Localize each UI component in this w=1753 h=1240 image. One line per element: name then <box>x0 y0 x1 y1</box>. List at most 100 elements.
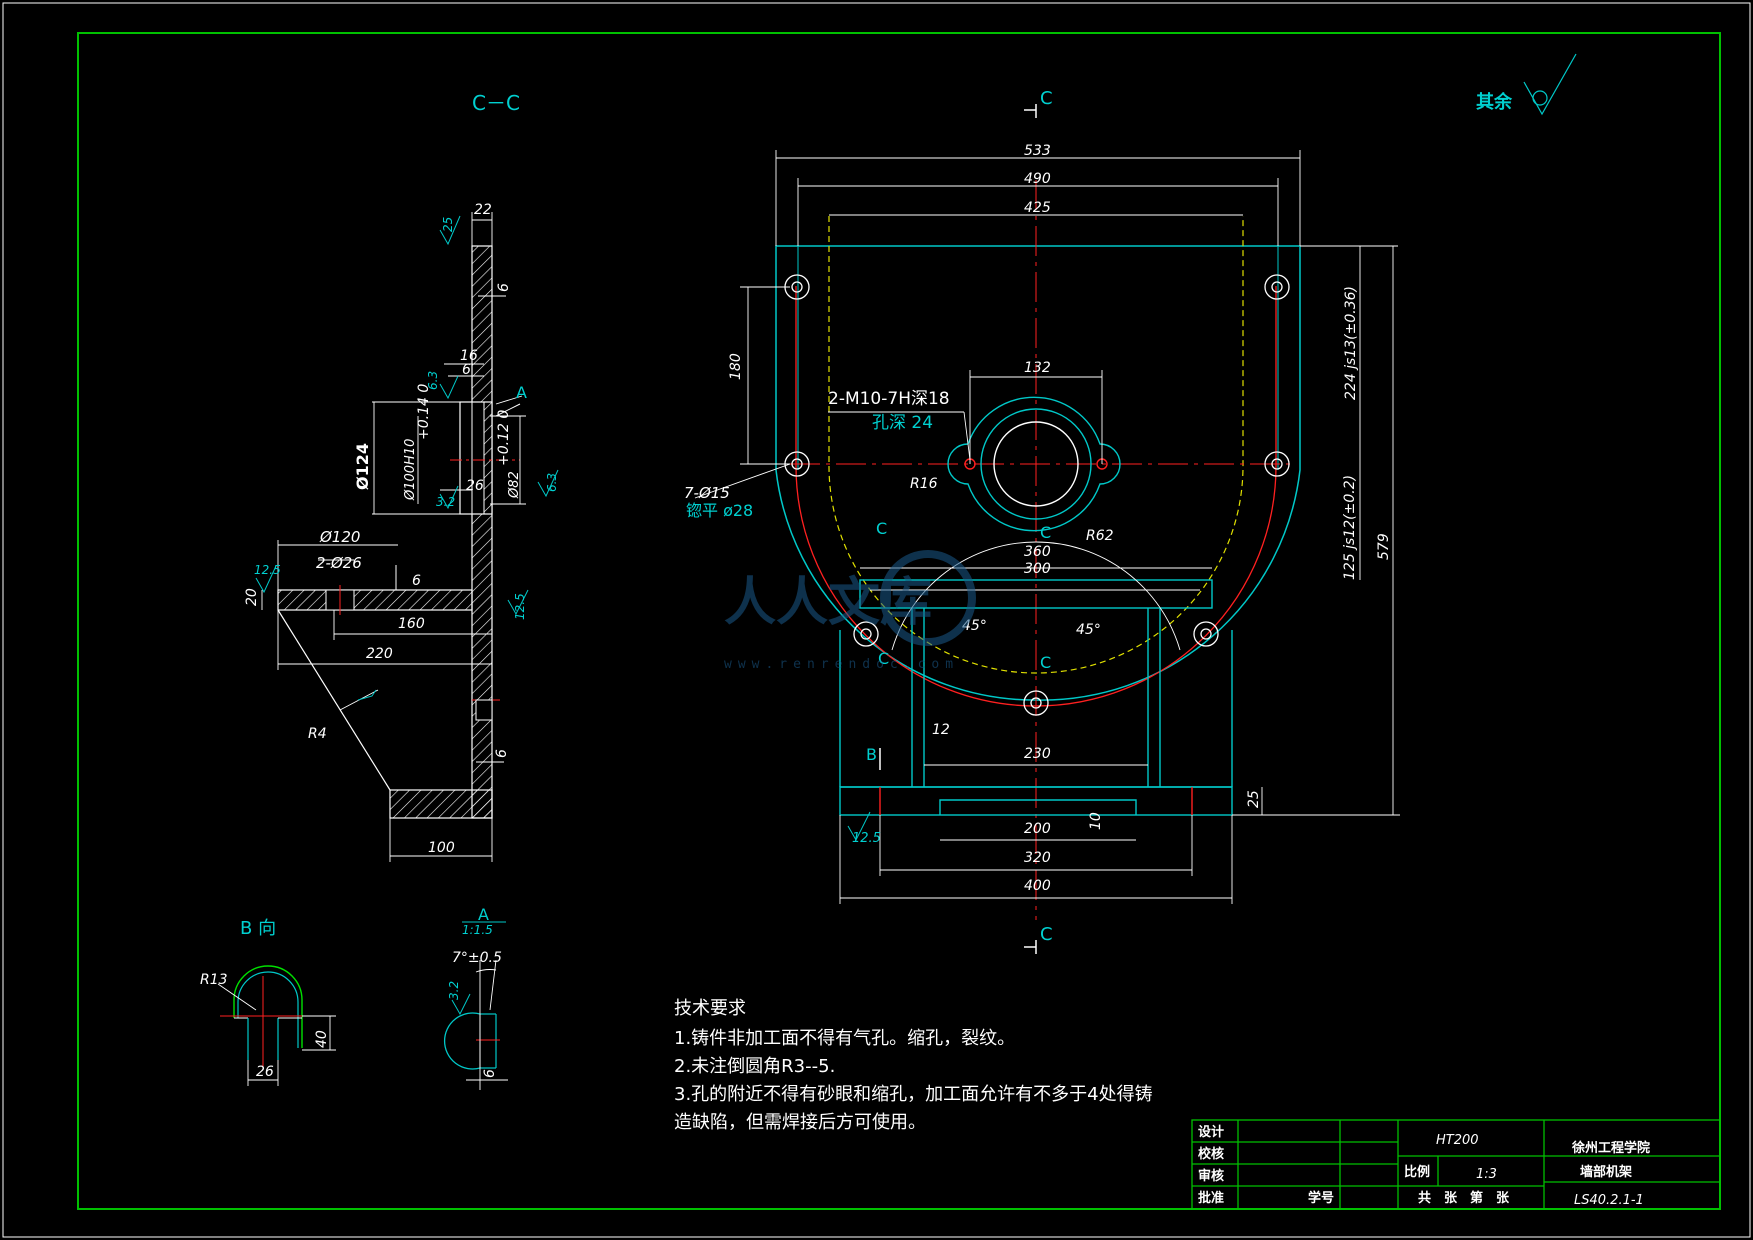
dim-320: 320 <box>1024 850 1051 866</box>
view-a-scale: 1:1.5 <box>462 923 493 937</box>
cc-dim-100b: 100 <box>428 840 455 856</box>
hidden-line <box>828 216 1244 674</box>
tb-scale-label: 比例 <box>1404 1164 1430 1180</box>
hole-depth-callout: 孔深 24 <box>872 413 933 433</box>
tb-school: 徐州工程学院 <box>1571 1140 1650 1156</box>
holes-callout: 7-Ø15 <box>684 484 730 502</box>
notes-line-4: 造缺陷，但需焊接后方可使用。 <box>674 1112 926 1133</box>
surface-finish-symbol <box>1523 53 1577 116</box>
view-b-arrow-label: B <box>866 745 877 764</box>
cc-dim-r4: R4 <box>308 726 327 742</box>
cc-holes-26: 2-Ø26 <box>316 554 362 572</box>
angle-45-right: 45° <box>1076 622 1101 638</box>
a-dim-angle: 7°±0.5 <box>452 950 502 966</box>
dim-490: 490 <box>1024 171 1051 187</box>
dim-360: 360 <box>1024 544 1051 560</box>
cc-dim-124: Ø124 <box>353 443 372 490</box>
section-mark-center: C <box>1040 523 1051 542</box>
tb-sheets: 共 张 第 张 <box>1418 1190 1510 1206</box>
view-b-title: B 向 <box>240 918 276 939</box>
dim-533: 533 <box>1024 143 1051 159</box>
dim-224-tol: 224 js13(±0.36) <box>1343 286 1359 400</box>
dim-12: 12 <box>932 722 950 738</box>
technical-notes: 技术要求 1.铸件非加工面不得有气孔。缩孔，裂纹。 2.未注倒圆角R3--5. … <box>674 998 1153 1133</box>
cc-rough-32: 3.2 <box>436 495 455 509</box>
tb-part-name: 墙部机架 <box>1580 1164 1632 1180</box>
dim-400: 400 <box>1024 878 1051 894</box>
section-mark-left-low: C <box>878 649 889 668</box>
cc-dim-82-tol: +0.12 0 <box>496 410 512 466</box>
notes-line-3: 3.孔的附近不得有砂眼和缩孔，加工面允许有不多于4处得铸 <box>674 1084 1153 1105</box>
cc-rough-63b: 6.3 <box>545 473 559 492</box>
notes-title: 技术要求 <box>674 998 746 1019</box>
section-cc-title: C－C <box>472 91 520 115</box>
cc-dim-100-tol: +0.14 0 <box>416 384 432 440</box>
cc-dim-100: Ø100H10 <box>403 439 418 501</box>
dim-r16: R16 <box>910 476 938 492</box>
dim-180: 180 <box>728 353 744 380</box>
tb-design-label: 设计 <box>1198 1124 1224 1140</box>
tb-student-no-label: 学号 <box>1308 1190 1334 1206</box>
drawing-frame <box>77 32 1721 1210</box>
dim-579: 579 <box>1376 533 1392 560</box>
notes-line-1: 1.铸件非加工面不得有气孔。缩孔，裂纹。 <box>674 1028 1015 1049</box>
watermark-text: 人人文库 <box>724 573 932 633</box>
cc-dim-26: 26 <box>466 478 484 494</box>
dim-25: 25 <box>1246 790 1262 808</box>
cc-rough-63a: 6.3 <box>426 371 440 390</box>
section-mark-center-low: C <box>1040 653 1051 672</box>
cc-rough-125b: 12.5 <box>513 593 527 620</box>
tb-review-label: 审核 <box>1198 1168 1224 1184</box>
b-dim-r13: R13 <box>200 972 228 988</box>
section-cc-view: A <box>255 212 559 862</box>
thread-callout: 2-M10-7H深18 <box>828 389 950 409</box>
tb-drawing-no: LS40.2.1-1 <box>1574 1193 1644 1208</box>
section-mark-left: C <box>876 519 887 538</box>
tb-check-label: 校核 <box>1198 1146 1224 1162</box>
cc-dim-6c: 6 <box>412 573 421 589</box>
notes-line-2: 2.未注倒圆角R3--5. <box>674 1056 835 1077</box>
cc-dim-82: Ø82 <box>507 471 522 499</box>
cc-dim-20: 20 <box>244 588 260 606</box>
watermark-url: www.renrendoc.com <box>724 657 959 672</box>
view-a <box>443 959 508 1090</box>
main-view <box>694 104 1400 954</box>
section-mark-top: C <box>1040 88 1053 109</box>
tb-material: HT200 <box>1436 1133 1479 1148</box>
dim-132: 132 <box>1024 360 1051 376</box>
cc-rough-125a: 12.5 <box>254 563 281 577</box>
roughness-base: 12.5 <box>852 831 881 846</box>
view-a-title: A <box>478 905 489 924</box>
tb-approve-label: 批准 <box>1198 1190 1224 1206</box>
center-boss <box>947 396 1121 532</box>
dim-230: 230 <box>1024 746 1051 762</box>
dim-200: 200 <box>1024 821 1051 837</box>
spotface-callout: 锪平 ø28 <box>686 501 753 520</box>
view-b <box>217 965 336 1086</box>
dim-300: 300 <box>1024 561 1051 577</box>
cc-dim-6d: 6 <box>494 749 510 758</box>
tb-scale: 1:3 <box>1476 1167 1497 1182</box>
cc-dim-22: 22 <box>474 202 492 218</box>
cc-dim-120: Ø120 <box>319 528 360 546</box>
bolt-holes <box>784 274 1290 716</box>
cc-dim-6a: 6 <box>496 283 512 292</box>
dim-10: 10 <box>1088 812 1104 830</box>
title-block <box>1191 1119 1721 1210</box>
cc-dim-160: 160 <box>398 616 425 632</box>
dim-125-tol: 125 js12(±0.2) <box>1342 475 1358 580</box>
cc-rough-25: 25 <box>441 217 455 232</box>
dim-r62: R62 <box>1086 528 1114 544</box>
watermark: 人人文库 www.renrendoc.com <box>724 550 976 672</box>
view-a-arrow: A <box>516 383 527 402</box>
b-dim-40: 40 <box>314 1030 330 1048</box>
a-dim-6: 6 <box>482 1069 498 1078</box>
dim-425: 425 <box>1024 200 1051 216</box>
b-dim-26: 26 <box>256 1064 274 1080</box>
cc-dim-6b: 6 <box>462 362 471 378</box>
cc-dim-220: 220 <box>366 646 393 662</box>
surface-finish-rest: 其余 <box>1476 91 1513 113</box>
cc-dim-16: 16 <box>460 348 478 364</box>
